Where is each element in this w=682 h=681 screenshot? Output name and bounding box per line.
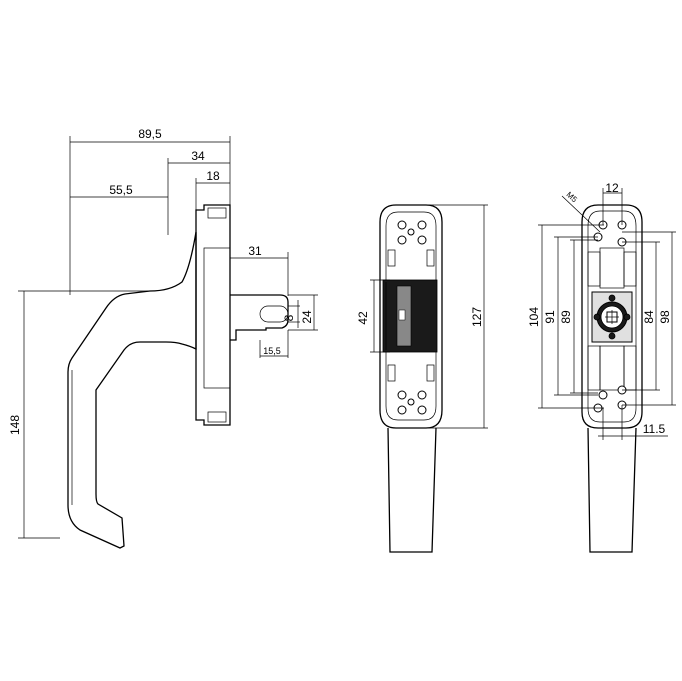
front-dimensions: 42 127 (356, 204, 488, 429)
dim-hole-spacing: 12 (605, 181, 619, 195)
side-view (67, 204, 289, 549)
dim-thread: M5 (565, 190, 580, 204)
dim-spindle-square: 8 (282, 314, 296, 321)
front-view (379, 204, 443, 553)
dim-hole-offset: 11.5 (643, 422, 666, 436)
dim-outer-89: 89 (559, 310, 573, 324)
dim-lever-length: 148 (8, 415, 22, 435)
dim-base-flange: 18 (206, 169, 220, 183)
dim-spindle-step: 15,5 (263, 346, 281, 356)
dim-rosette-height: 127 (470, 307, 484, 327)
dim-lever-offset: 55,5 (109, 183, 133, 197)
spindle-outline (230, 294, 289, 341)
dim-inner-84: 84 (642, 310, 656, 324)
dim-spindle-length: 31 (248, 244, 262, 258)
side-dimensions: 89,5 34 18 55,5 31 8 24 15,5 148 (8, 127, 318, 539)
dim-base-depth: 34 (191, 149, 205, 163)
dim-outer-91: 91 (543, 310, 557, 324)
dim-overall-depth: 89,5 (138, 127, 162, 141)
dim-outer-104: 104 (527, 307, 541, 327)
dim-inner-98: 98 (658, 310, 672, 324)
back-view (581, 204, 643, 553)
dim-insert-height: 42 (356, 311, 370, 325)
lever-back-outline (587, 427, 637, 553)
lever-handle-outline (67, 231, 197, 549)
lever-front-outline (387, 427, 437, 553)
rosette-side-outline (195, 204, 231, 426)
dim-spindle-height: 24 (300, 310, 314, 324)
back-dimensions: 12 M5 104 91 89 84 98 11.5 (527, 181, 676, 440)
